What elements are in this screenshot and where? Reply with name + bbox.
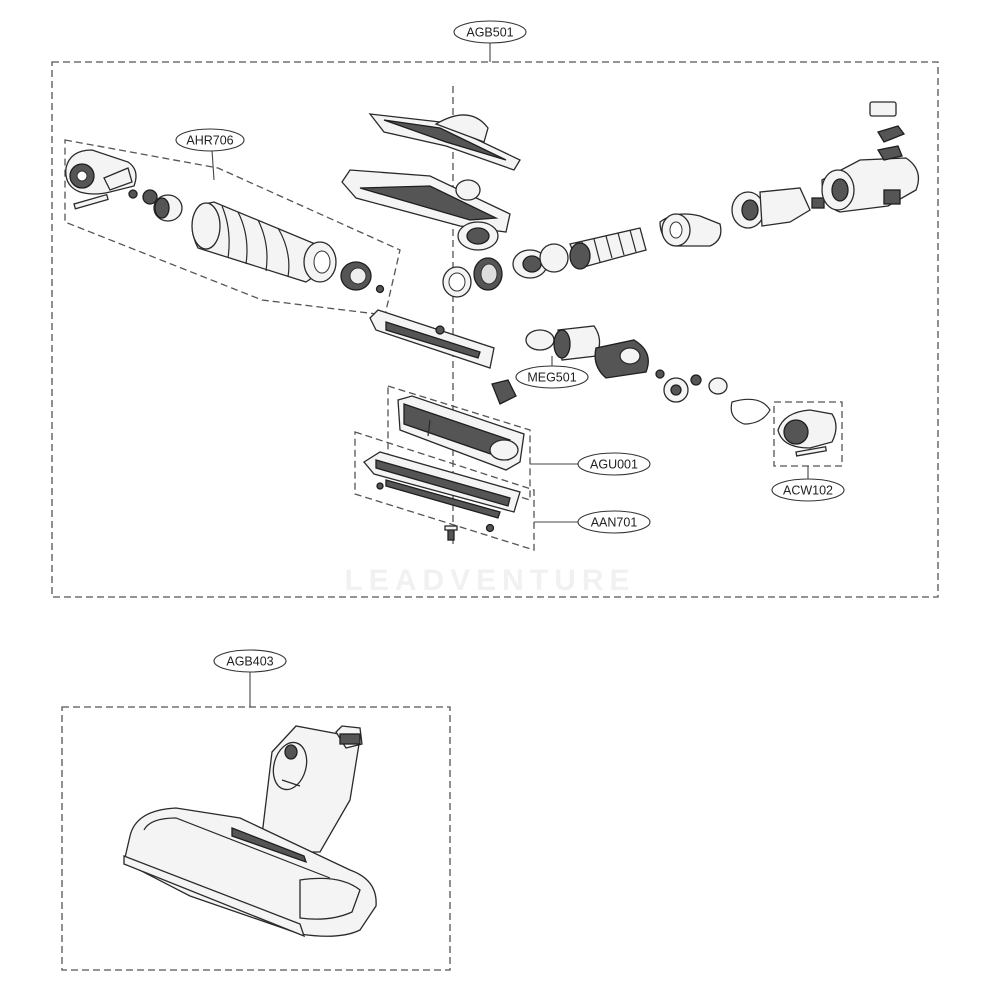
assembly-agb501: AGB501 LEADVENTURE bbox=[51, 20, 939, 598]
mini-turbo-nozzle[interactable] bbox=[123, 725, 377, 938]
sub-assembly-ahr706: AHR706 bbox=[64, 128, 401, 316]
neck-housing[interactable] bbox=[821, 157, 920, 213]
callout-acw102[interactable]: ACW102 bbox=[771, 478, 845, 502]
callout-agb501-label: AGB501 bbox=[466, 26, 513, 40]
upper-frame[interactable] bbox=[397, 395, 525, 471]
release-button[interactable] bbox=[869, 101, 906, 161]
callout-ahr706-label: AHR706 bbox=[186, 134, 233, 148]
callout-meg501-label: MEG501 bbox=[527, 371, 576, 385]
brush-pin[interactable] bbox=[73, 193, 109, 210]
top-cover-plate[interactable] bbox=[368, 113, 521, 171]
callout-agb501[interactable]: AGB501 bbox=[453, 20, 527, 44]
screw[interactable] bbox=[444, 525, 458, 541]
seal-ring-large[interactable] bbox=[442, 266, 472, 298]
front-bumper-strip[interactable] bbox=[369, 309, 495, 369]
sub-assembly-aan701: AAN701 bbox=[354, 431, 651, 551]
base-plate[interactable] bbox=[363, 451, 521, 533]
motor-meg501[interactable] bbox=[525, 325, 649, 379]
brush-end-cap-left[interactable] bbox=[65, 149, 137, 195]
assembly-agb403-boundary bbox=[61, 706, 451, 971]
sub-assembly-agu001: AGU001 bbox=[387, 385, 651, 501]
callout-aan701-label: AAN701 bbox=[591, 516, 638, 530]
assembly-agb501-boundary bbox=[51, 61, 939, 598]
callout-agb403-label: AGB403 bbox=[226, 655, 273, 669]
brush-bearing-left[interactable] bbox=[128, 189, 183, 222]
brush-end-cap-right[interactable] bbox=[340, 261, 385, 294]
callout-aan701[interactable]: AAN701 bbox=[577, 510, 651, 534]
callout-ahr706[interactable]: AHR706 bbox=[175, 128, 245, 152]
small-clip[interactable] bbox=[491, 379, 517, 405]
assembly-agb403: AGB403 bbox=[61, 649, 451, 971]
side-cover[interactable] bbox=[777, 409, 837, 457]
seal-ring-small[interactable] bbox=[473, 257, 503, 291]
neck-joint[interactable] bbox=[731, 187, 825, 229]
watermark: LEADVENTURE bbox=[344, 564, 635, 597]
callout-acw102-label: ACW102 bbox=[783, 484, 833, 498]
flexible-hose[interactable] bbox=[569, 227, 647, 270]
callout-meg501[interactable]: MEG501 bbox=[515, 365, 589, 389]
nozzle-main-body[interactable] bbox=[341, 169, 511, 251]
sub-assembly-acw102: ACW102 bbox=[771, 401, 845, 502]
callout-agu001-label: AGU001 bbox=[590, 458, 638, 472]
hose-connector[interactable] bbox=[659, 213, 722, 247]
callout-agu001[interactable]: AGU001 bbox=[577, 452, 651, 476]
brush-roll[interactable] bbox=[191, 201, 337, 283]
swivel-joint[interactable] bbox=[512, 243, 569, 279]
callout-agb403[interactable]: AGB403 bbox=[213, 649, 287, 673]
gear-and-belt[interactable] bbox=[655, 369, 771, 425]
